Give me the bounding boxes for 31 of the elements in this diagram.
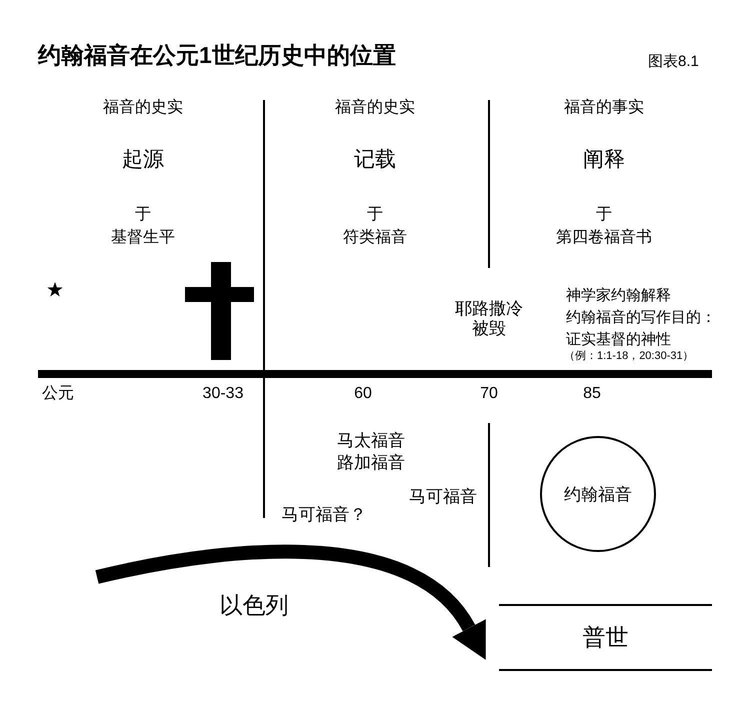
band-label: 普世 xyxy=(499,604,712,671)
note-text: 约翰福音的写作目的： xyxy=(566,309,716,326)
preposition-label: 于 xyxy=(367,206,383,224)
source-label: 符类福音 xyxy=(343,229,407,248)
gospel-circle: 约翰福音 xyxy=(540,436,656,552)
year-label: 公元 xyxy=(42,385,74,404)
event-label: 耶路撒冷被毁 xyxy=(454,299,524,338)
gospel-label: 马太福音 xyxy=(337,431,405,451)
note-text: 神学家约翰解释 xyxy=(566,287,671,304)
stage-label: 起源 xyxy=(122,148,164,172)
source-label: 基督生平 xyxy=(111,229,175,248)
gospel-label: 马可福音？ xyxy=(282,505,366,525)
note-text: 证实基督的神性 xyxy=(566,331,671,348)
reference-text: （例：1:1-18，20:30-31） xyxy=(564,350,694,363)
column-heading: 福音的史实 xyxy=(335,99,415,118)
gospel-label: 马可福音 xyxy=(409,487,477,507)
column-heading: 福音的史实 xyxy=(103,99,183,118)
region-label: 以色列 xyxy=(220,592,288,618)
title: 约翰福音在公元1世纪历史中的位置 xyxy=(38,42,396,68)
figure-number: 图表8.1 xyxy=(648,53,699,70)
stage-label: 阐释 xyxy=(583,148,625,172)
column-heading: 福音的事实 xyxy=(564,99,644,118)
preposition-label: 于 xyxy=(596,206,612,224)
year-label: 30-33 xyxy=(202,385,244,404)
year-label: 85 xyxy=(583,385,601,404)
year-label: 70 xyxy=(480,385,498,404)
year-label: 60 xyxy=(354,385,372,404)
source-label: 第四卷福音书 xyxy=(556,229,652,248)
gospel-label: 路加福音 xyxy=(337,453,405,473)
preposition-label: 于 xyxy=(135,206,151,224)
stage-label: 记载 xyxy=(354,148,396,172)
